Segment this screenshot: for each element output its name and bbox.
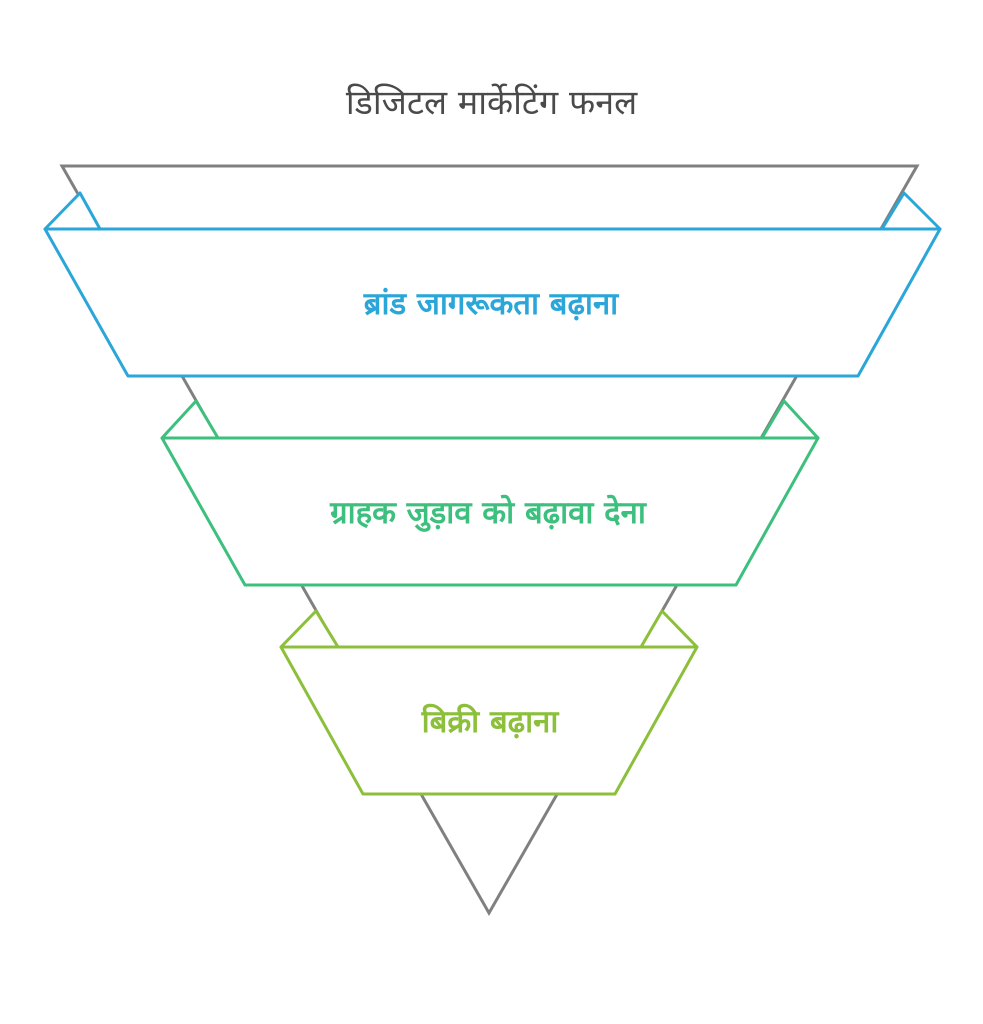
funnel-stage-1: ब्रांड जागरूकता बढ़ाना (43, 191, 942, 378)
funnel-stage-2: ग्राहक जुड़ाव को बढ़ावा देना (160, 399, 820, 587)
funnel-stage-3: बिक्री बढ़ाना (279, 609, 699, 796)
stage-3-band (279, 645, 699, 796)
stage-2-band (160, 436, 820, 587)
stage-1-band (43, 227, 942, 378)
stage-1-label: ब्रांड जागरूकता बढ़ाना (363, 286, 619, 322)
stage-3-label: बिक्री बढ़ाना (421, 703, 560, 740)
stage-2-label: ग्राहक जुड़ाव को बढ़ावा देना (329, 494, 647, 532)
diagram-title: डिजिटल मार्केटिंग फनल (345, 83, 638, 123)
